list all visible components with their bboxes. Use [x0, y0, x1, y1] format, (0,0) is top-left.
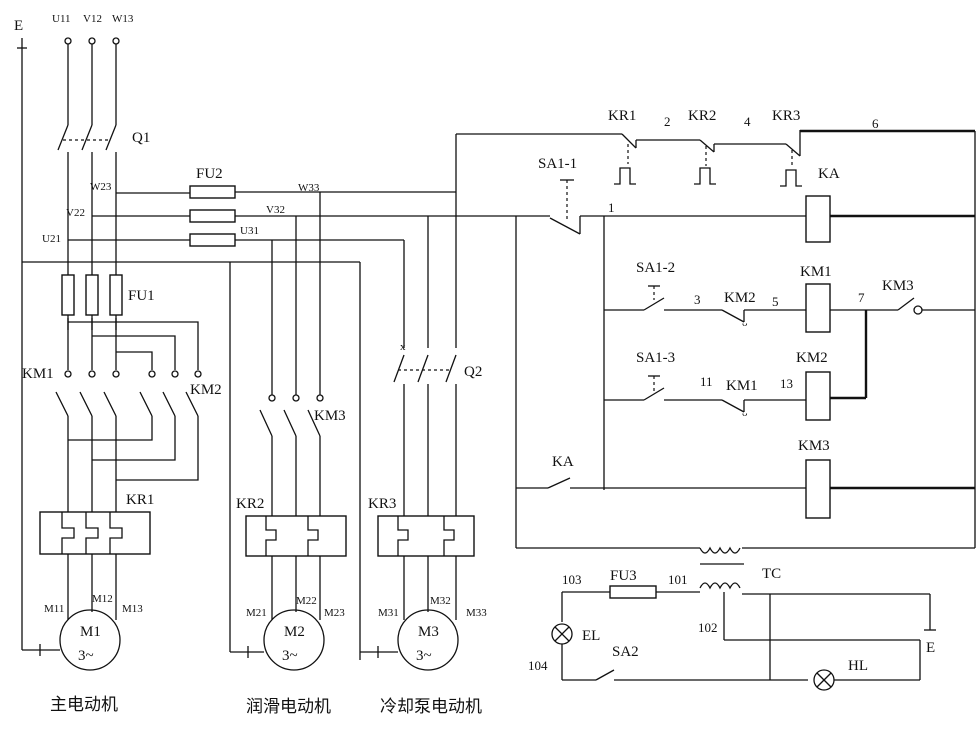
- transformer-tc: TC: [699, 546, 781, 590]
- m33-label: M33: [466, 607, 487, 619]
- main-power-circuit: E U11 V12 W13 Q1 W23 V22 U21: [14, 13, 487, 716]
- m2-phase: 3~: [282, 648, 298, 664]
- terminal-w13-label: W13: [112, 13, 134, 25]
- el-label: EL: [582, 628, 600, 644]
- terminal-u11-label: U11: [52, 13, 71, 25]
- node-104-label: 104: [528, 658, 548, 673]
- kr2-main-label: KR2: [236, 496, 264, 512]
- km1-nc-mark: ᴗ: [742, 407, 748, 419]
- km1-main-label: KM1: [22, 366, 54, 382]
- km2-rung: SA1-3 11 KM1 ᴗ 13 KM2: [604, 350, 831, 421]
- lube-motor-caption: 润滑电动机: [246, 697, 331, 716]
- q1-label: Q1: [132, 130, 150, 146]
- w23-label: W23: [90, 181, 112, 193]
- v22-label: V22: [66, 207, 85, 219]
- node-4-label: 4: [744, 114, 751, 129]
- kr1-ctrl-label: KR1: [608, 108, 636, 124]
- km3-rung: KA KM3: [516, 438, 975, 519]
- km3-coil-label: KM3: [798, 438, 830, 454]
- m3-name: M3: [418, 624, 439, 640]
- kr3-ctrl-label: KR3: [772, 108, 800, 124]
- m32-label: M32: [430, 595, 451, 607]
- km2-main-label: KM2: [190, 382, 222, 398]
- km2-coil-label: KM2: [796, 350, 828, 366]
- m2-name: M2: [284, 624, 305, 640]
- node-103-label: 103: [562, 572, 582, 587]
- m12-label: M12: [92, 593, 113, 605]
- km2-interlock-label: KM2: [724, 290, 756, 306]
- km3-main-label: KM3: [314, 408, 346, 424]
- node-11-label: 11: [700, 374, 713, 389]
- earth-label-right: E: [926, 640, 935, 656]
- ka-coil: KA: [805, 166, 840, 243]
- ka-contact-label: KA: [552, 454, 574, 470]
- lube-motor-branch: KM3 KR2 M21 M22 M23 M2 3~: [229, 192, 347, 671]
- node-7-label: 7: [858, 290, 865, 305]
- m13-label: M13: [122, 603, 143, 615]
- motor-m1: M11 M12 M13 M1 3~: [22, 593, 143, 671]
- kr1-nc-contact: KR1: [608, 108, 637, 185]
- node-5-label: 5: [772, 294, 779, 309]
- node-101-label: 101: [668, 572, 688, 587]
- m22-label: M22: [296, 595, 317, 607]
- m21-label: M21: [246, 607, 267, 619]
- u31-label: U31: [240, 225, 259, 237]
- km1-interlock-label: KM1: [726, 378, 758, 394]
- node-1-label: 1: [608, 200, 615, 215]
- kr2-ctrl-label: KR2: [688, 108, 716, 124]
- sa1-1-label: SA1-1: [538, 156, 577, 172]
- node-2-label: 2: [664, 114, 671, 129]
- m3-phase: 3~: [416, 648, 432, 664]
- m1-phase: 3~: [78, 648, 94, 664]
- w33-label: W33: [298, 182, 320, 194]
- terminal-v12-label: V12: [83, 13, 102, 25]
- sa1-2-label: SA1-2: [636, 260, 675, 276]
- kr1-thermal-relay: KR1: [39, 492, 154, 555]
- sa2-label: SA2: [612, 644, 639, 660]
- kr1-main-label: KR1: [126, 492, 154, 508]
- fu1-label: FU1: [128, 288, 155, 304]
- node-102-label: 102: [698, 620, 718, 635]
- kr3-nc-contact: KR3: [772, 108, 802, 187]
- fu3-label: FU3: [610, 568, 637, 584]
- m11-label: M11: [44, 603, 64, 615]
- coolant-motor-caption: 冷却泵电动机: [380, 697, 482, 716]
- fu2-label: FU2: [196, 166, 223, 182]
- control-circuit: KR1 2 KR2 4 KR3 6 SA1-1: [455, 108, 976, 691]
- m23-label: M23: [324, 607, 345, 619]
- main-motor-caption: 主电动机: [50, 695, 118, 714]
- lighting-circuit: FU3 101 103 EL 104 SA2 102 E: [528, 568, 936, 691]
- earth-label-top: E: [14, 18, 23, 34]
- km3-hold-label: KM3: [882, 278, 914, 294]
- v32-label: V32: [266, 204, 285, 216]
- kr3-main-label: KR3: [368, 496, 396, 512]
- node-3-label: 3: [694, 292, 701, 307]
- q2-label: Q2: [464, 364, 482, 380]
- q2-tick-1: x: [400, 341, 406, 353]
- km1-coil-label: KM1: [800, 264, 832, 280]
- sa1-1-switch: SA1-1: [538, 156, 581, 235]
- ka-coil-label: KA: [818, 166, 840, 182]
- tc-label: TC: [762, 566, 781, 582]
- fu1-fuses: FU1: [61, 274, 155, 316]
- km1-rung: SA1-2 3 KM2 ᴗ 5 KM1 7 KM3: [604, 260, 975, 333]
- m1-name: M1: [80, 624, 101, 640]
- node-6-label: 6: [872, 116, 879, 131]
- m31-label: M31: [378, 607, 399, 619]
- kr2-nc-contact: KR2: [688, 108, 716, 185]
- u21-label: U21: [42, 233, 61, 245]
- fu2-fuses: FU2: [189, 166, 236, 247]
- coolant-pump-branch: x Q2 KR3 M31 M32 M33 M3 3~: [272, 192, 487, 671]
- node-13-label: 13: [780, 376, 793, 391]
- hl-label: HL: [848, 658, 868, 674]
- sa1-3-label: SA1-3: [636, 350, 675, 366]
- km2-nc-mark: ᴗ: [742, 317, 748, 329]
